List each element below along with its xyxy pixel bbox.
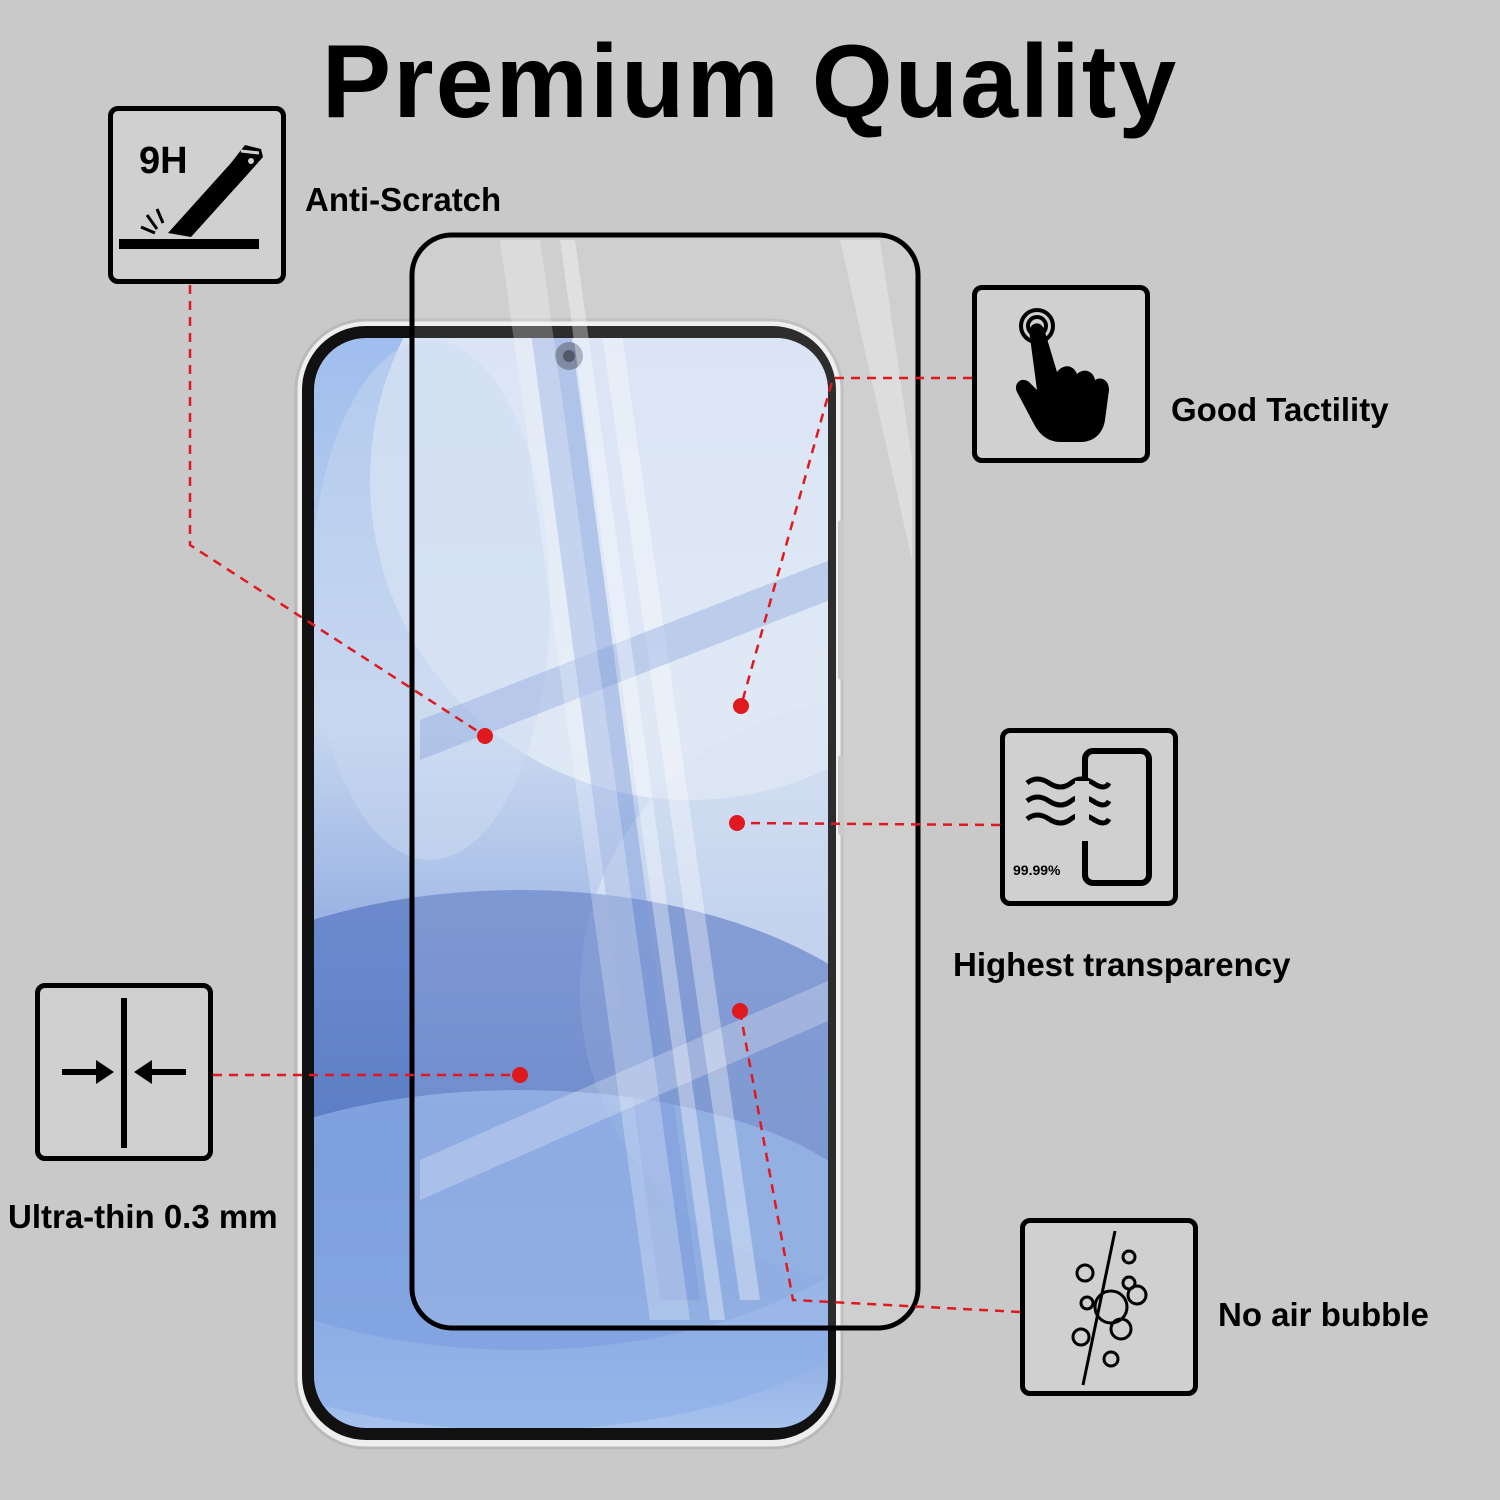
leader-no-air-bubble — [738, 1010, 1021, 1314]
highest-transparency-feature-box: 99.99% — [1000, 728, 1178, 906]
good-tactility-feature-box — [972, 285, 1150, 463]
thin-arrows-icon — [62, 998, 186, 1148]
good-tactility-label: Good Tactility — [1171, 391, 1389, 428]
leader-lines — [188, 285, 1021, 1314]
bubbles-icon — [1071, 1230, 1148, 1386]
no-air-bubble-feature-box — [1020, 1218, 1198, 1396]
leader-dots — [477, 698, 749, 1083]
no-air-bubble-label: No air bubble — [1218, 1296, 1429, 1333]
anti-scratch-label: Anti-Scratch — [305, 181, 502, 218]
page-title: Premium Quality — [321, 24, 1179, 140]
ultra-thin-label: Ultra-thin 0.3 mm — [8, 1198, 278, 1235]
transparency-phone-icon: 99.99% — [1013, 748, 1152, 886]
phone-screen — [314, 338, 828, 1428]
ultra-thin-feature-box — [35, 983, 213, 1161]
highest-transparency-label: Highest transparency — [953, 946, 1291, 983]
leader-anti-scratch — [188, 285, 486, 738]
hardness-badge: 9H — [139, 140, 188, 182]
knife-scratch-icon: 9H — [119, 140, 263, 249]
anti-scratch-feature-box: 9H — [108, 106, 286, 284]
transparency-badge: 99.99% — [1013, 862, 1061, 878]
touch-hand-icon — [1015, 308, 1109, 442]
screen-protector — [409, 232, 921, 1331]
leader-highest-transparency — [736, 821, 1001, 827]
